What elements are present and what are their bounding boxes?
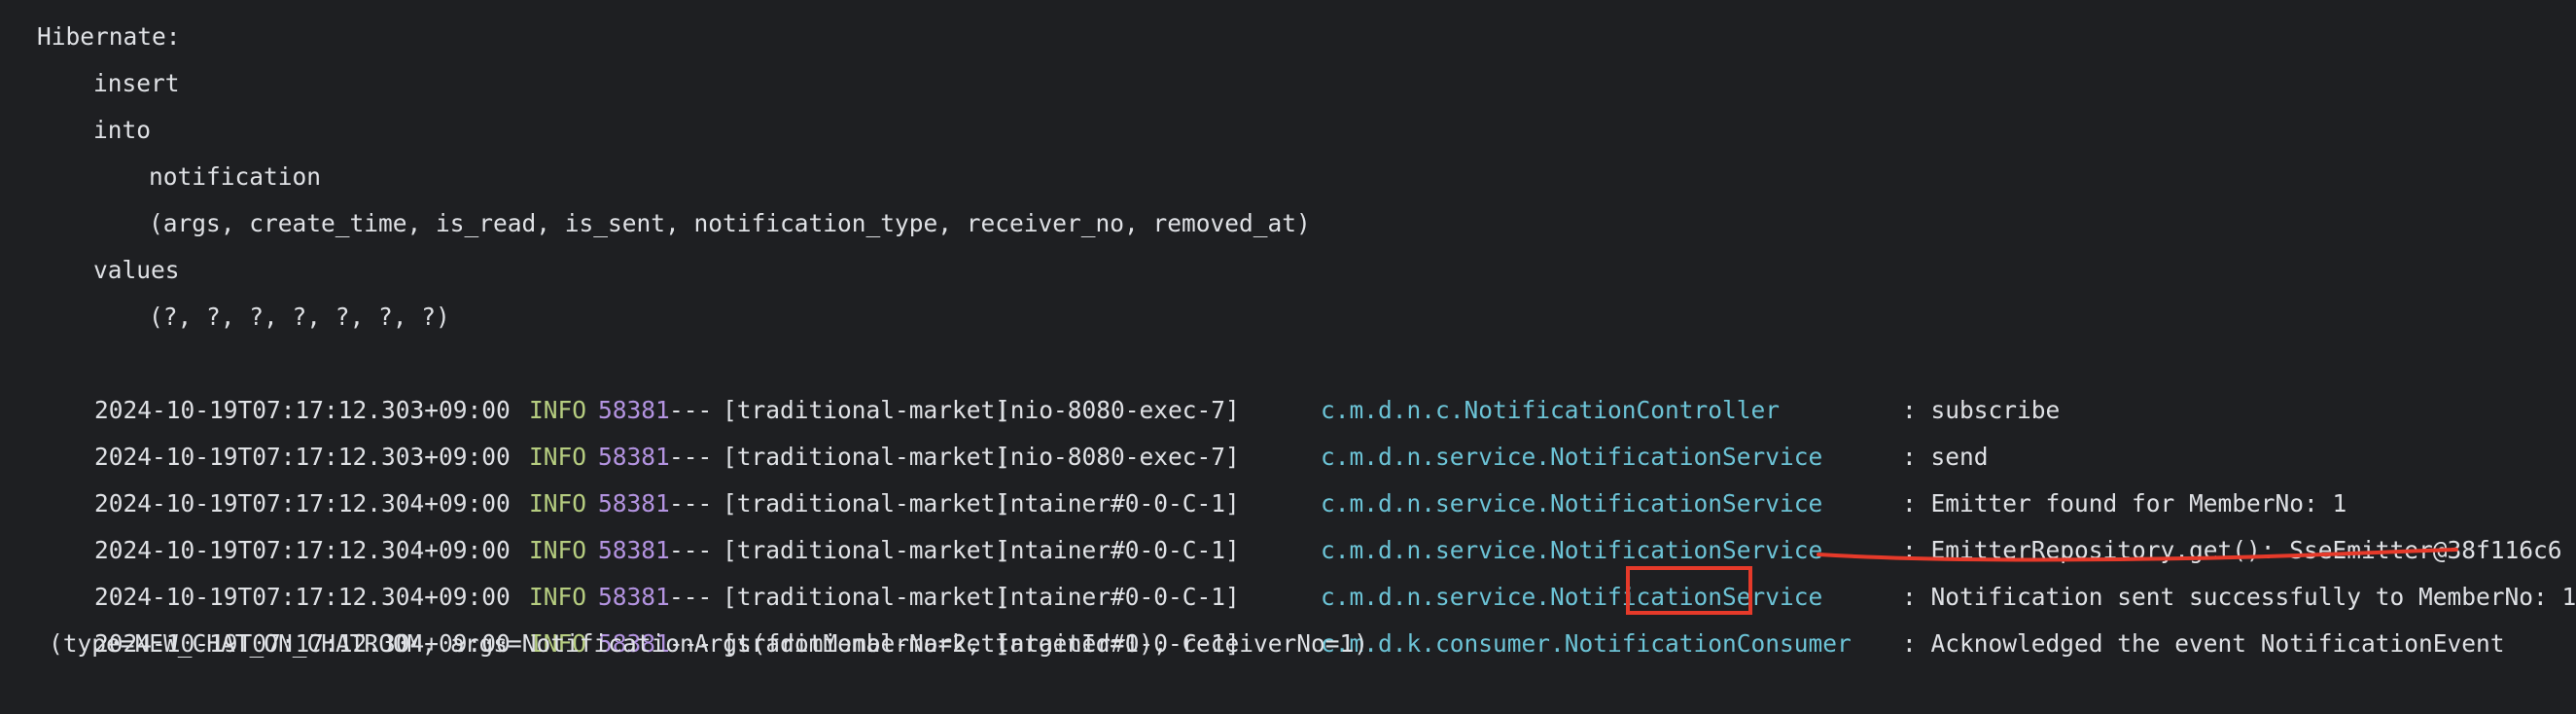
log-line: 2024-10-19T07:17:12.303+09:00 INFO 58381--… xyxy=(37,340,2468,424)
sql-header-line: Hibernate: xyxy=(37,14,2468,60)
log-timestamp: 2024-10-19T07:17:12.303+09:00 xyxy=(94,443,511,471)
log-level: INFO xyxy=(529,536,587,564)
log-message: : Acknowledged the event NotificationEve… xyxy=(1902,629,2505,658)
log-app-name: [traditional-market] xyxy=(723,629,1010,658)
log-separator: --- xyxy=(669,583,713,611)
log-thread: [nio-8080-exec-7] xyxy=(996,396,1240,424)
sql-table-name: notification xyxy=(149,162,322,191)
log-thread: [ntainer#0-0-C-1] xyxy=(996,629,1240,658)
log-thread: [ntainer#0-0-C-1] xyxy=(996,489,1240,518)
log-app-name: [traditional-market] xyxy=(723,583,1010,611)
log-message: : Notification sent successfully to Memb… xyxy=(1902,583,2576,611)
log-message: : subscribe xyxy=(1902,396,2061,424)
log-message: : send xyxy=(1902,443,1989,471)
log-separator: --- xyxy=(669,629,713,658)
log-logger: c.m.d.n.service.NotificationService xyxy=(1321,583,1823,611)
sql-into-keyword: into xyxy=(93,116,152,144)
log-continuation-line: (type=NEW_CHAT_ON_CHATROOM, args=Notific… xyxy=(37,621,2468,667)
log-separator: --- xyxy=(669,396,713,424)
log-logger: c.m.d.n.c.NotificationController xyxy=(1321,396,1781,424)
sql-values-line: values xyxy=(37,247,2468,294)
sql-header: Hibernate: xyxy=(37,22,181,51)
log-app-name: [traditional-market] xyxy=(723,443,1010,471)
log-level: INFO xyxy=(529,396,587,424)
log-timestamp: 2024-10-19T07:17:12.304+09:00 xyxy=(94,489,511,518)
log-logger: c.m.d.k.consumer.NotificationConsumer xyxy=(1321,629,1852,658)
log-app-name: [traditional-market] xyxy=(723,396,1010,424)
sql-insert-keyword: insert xyxy=(93,69,180,97)
log-pid: 58381 xyxy=(598,583,670,611)
log-level: INFO xyxy=(529,583,587,611)
log-logger: c.m.d.n.service.NotificationService xyxy=(1321,443,1823,471)
log-pid: 58381 xyxy=(598,536,670,564)
log-message: : Emitter found for MemberNo: 1 xyxy=(1902,489,2347,518)
highlight-box xyxy=(1626,566,1752,615)
log-app-name: [traditional-market] xyxy=(723,536,1010,564)
sql-table-line: notification xyxy=(37,154,2468,200)
log-level: INFO xyxy=(529,629,587,658)
log-thread: [ntainer#0-0-C-1] xyxy=(996,536,1240,564)
sql-columns: (args, create_time, is_read, is_sent, no… xyxy=(149,209,1311,237)
sql-into-line: into xyxy=(37,107,2468,154)
log-pid: 58381 xyxy=(598,396,670,424)
console-output: Hibernate: insert into notification (arg… xyxy=(37,14,2576,667)
log-app-name: [traditional-market] xyxy=(723,489,1010,518)
log-pid: 58381 xyxy=(598,629,670,658)
sql-insert-line: insert xyxy=(37,60,2468,107)
log-separator: --- xyxy=(669,443,713,471)
sql-values-keyword: values xyxy=(93,256,180,284)
log-thread: [ntainer#0-0-C-1] xyxy=(996,583,1240,611)
log-logger: c.m.d.n.service.NotificationService xyxy=(1321,489,1823,518)
log-separator: --- xyxy=(669,536,713,564)
log-timestamp: 2024-10-19T07:17:12.304+09:00 xyxy=(94,583,511,611)
log-thread: [nio-8080-exec-7] xyxy=(996,443,1240,471)
log-pid: 58381 xyxy=(598,489,670,518)
log-logger: c.m.d.n.service.NotificationService xyxy=(1321,536,1823,564)
log-level: INFO xyxy=(529,489,587,518)
log-timestamp: 2024-10-19T07:17:12.304+09:00 xyxy=(94,629,511,658)
log-level: INFO xyxy=(529,443,587,471)
log-separator: --- xyxy=(669,489,713,518)
sql-params: (?, ?, ?, ?, ?, ?, ?) xyxy=(149,303,450,331)
sql-params-line: (?, ?, ?, ?, ?, ?, ?) xyxy=(37,294,2468,340)
underline-annotation xyxy=(1817,548,2458,562)
log-continuation: (type=NEW_CHAT_ON_CHATROOM, args=Notific… xyxy=(49,629,1369,658)
log-pid: 58381 xyxy=(598,443,670,471)
log-timestamp: 2024-10-19T07:17:12.304+09:00 xyxy=(94,536,511,564)
log-timestamp: 2024-10-19T07:17:12.303+09:00 xyxy=(94,396,511,424)
sql-columns-line: (args, create_time, is_read, is_sent, no… xyxy=(37,200,2468,247)
